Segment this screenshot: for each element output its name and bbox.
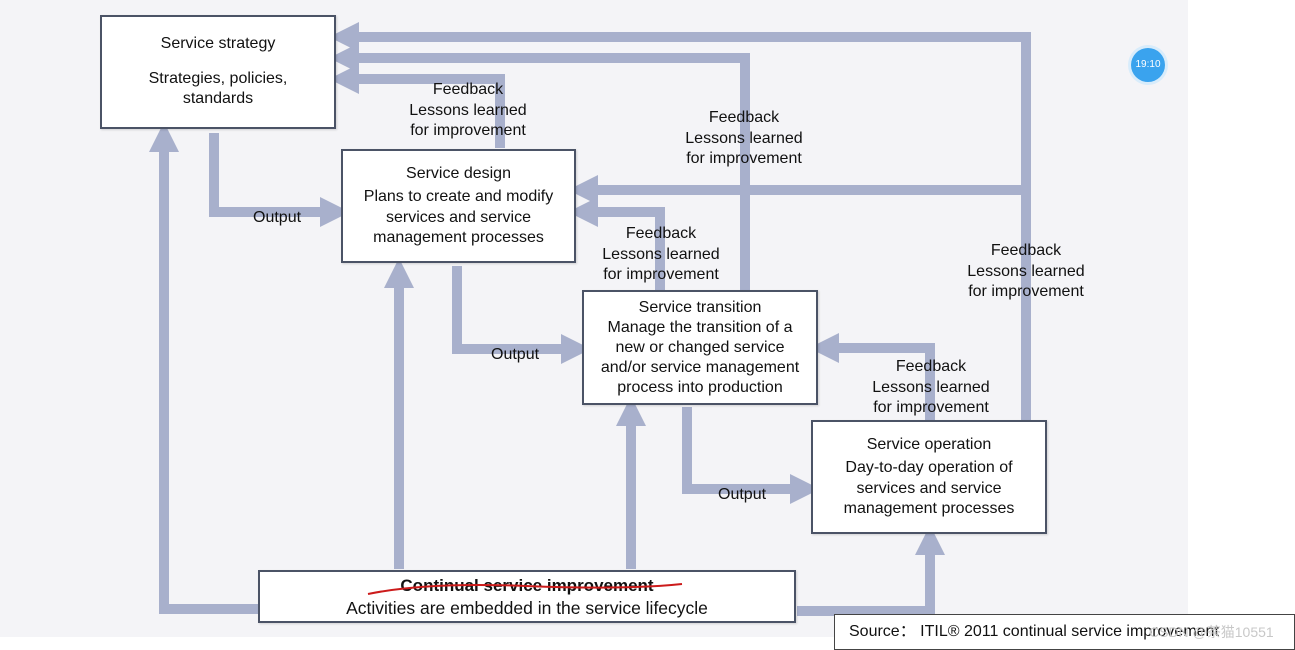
flow-arrows bbox=[149, 22, 1031, 616]
service-operation-box: Service operation Day-to-day operation o… bbox=[811, 420, 1047, 534]
arrow-feedback-operation-to-transition bbox=[809, 333, 935, 420]
arrow-feedback-transition-to-design bbox=[568, 197, 665, 290]
feedback-text: Feedback bbox=[432, 81, 504, 98]
feedback-label-transition-to-design: Feedback Lessons learned for improvement bbox=[597, 224, 725, 286]
lessons-text: Lessons learned bbox=[602, 245, 720, 263]
arrow-csi-to-operation bbox=[797, 525, 945, 616]
service-operation-line1: Day-to-day operation of bbox=[845, 459, 1013, 476]
lessons-text: Lessons learned bbox=[872, 378, 990, 396]
continual-service-improvement-box: Continual service improvement Activities… bbox=[258, 570, 796, 623]
arrow-design-to-transition bbox=[452, 266, 591, 364]
improvement-text: for improvement bbox=[686, 150, 802, 167]
improvement-text: for improvement bbox=[410, 122, 526, 139]
lessons-text: Lessons learned bbox=[685, 129, 803, 147]
feedback-label-design-to-strategy: Feedback Lessons learned for improvement bbox=[404, 80, 532, 142]
lessons-text: Lessons learned bbox=[409, 101, 527, 119]
service-strategy-line1: Strategies, policies, bbox=[148, 69, 288, 87]
source-citation: ITIL® 2011 continual service improvement bbox=[920, 623, 1219, 640]
service-transition-box: Service transition Manage the transition… bbox=[582, 290, 818, 405]
service-design-line1: Plans to create and modify bbox=[363, 188, 554, 205]
service-design-line2: services and service bbox=[386, 208, 531, 226]
arrow-csi-to-strategy bbox=[149, 122, 258, 614]
improvement-text: for improvement bbox=[873, 399, 989, 416]
arrow-feedback-design-to-strategy bbox=[329, 64, 505, 148]
feedback-text: Feedback bbox=[895, 358, 967, 375]
feedback-label-operation-to-strategy: Feedback Lessons learned for improvement bbox=[962, 241, 1090, 303]
source-prefix: Source： bbox=[849, 623, 916, 640]
service-strategy-title: Service strategy bbox=[160, 35, 276, 53]
service-operation-line2: services and service bbox=[856, 479, 1002, 497]
service-transition-line1: Manage the transition of a bbox=[607, 318, 793, 336]
source-caption: Source： ITIL® 2011 continual service imp… bbox=[834, 614, 1295, 650]
watermark-text: CSDN @茶猫10551 bbox=[1149, 624, 1274, 640]
service-transition-line3: and/or service management bbox=[600, 358, 800, 376]
improvement-text: for improvement bbox=[603, 266, 719, 283]
improvement-text: for improvement bbox=[968, 283, 1084, 300]
csi-subtitle: Activities are embedded in the service l… bbox=[346, 597, 708, 618]
output-label-transition: Output bbox=[718, 486, 767, 503]
arrow-transition-to-operation bbox=[682, 407, 820, 504]
service-transition-line2: new or changed service bbox=[615, 338, 785, 356]
service-design-line3: management processes bbox=[373, 229, 544, 246]
arrow-feedback-operation-to-strategy bbox=[329, 22, 1031, 420]
feedback-text: Feedback bbox=[625, 225, 697, 242]
feedback-text: Feedback bbox=[708, 109, 780, 126]
csi-title: Continual service improvement bbox=[400, 575, 654, 595]
service-strategy-line2: standards bbox=[182, 90, 254, 108]
service-operation-title: Service operation bbox=[866, 435, 992, 453]
lessons-text: Lessons learned bbox=[967, 262, 1085, 280]
service-design-title: Service design bbox=[406, 164, 511, 182]
timer-badge[interactable]: 19:10 bbox=[1131, 48, 1165, 82]
feedback-label-transition-to-strategy: Feedback Lessons learned for improvement bbox=[680, 108, 808, 170]
service-design-box: Service design Plans to create and modif… bbox=[341, 149, 576, 263]
service-transition-line4: process into production bbox=[617, 378, 783, 396]
service-strategy-box: Service strategy Strategies, policies, s… bbox=[100, 15, 336, 129]
strike-annotation bbox=[367, 583, 683, 595]
service-operation-line3: management processes bbox=[843, 500, 1015, 517]
arrow-feedback-transition-to-strategy bbox=[329, 43, 750, 290]
service-transition-title: Service transition bbox=[638, 298, 762, 316]
feedback-label-operation-to-transition: Feedback Lessons learned for improvement bbox=[867, 357, 995, 419]
output-label-design: Output bbox=[491, 346, 540, 363]
feedback-text: Feedback bbox=[990, 242, 1062, 259]
output-label-strategy: Output bbox=[253, 209, 302, 226]
arrow-strategy-to-design bbox=[209, 133, 350, 227]
